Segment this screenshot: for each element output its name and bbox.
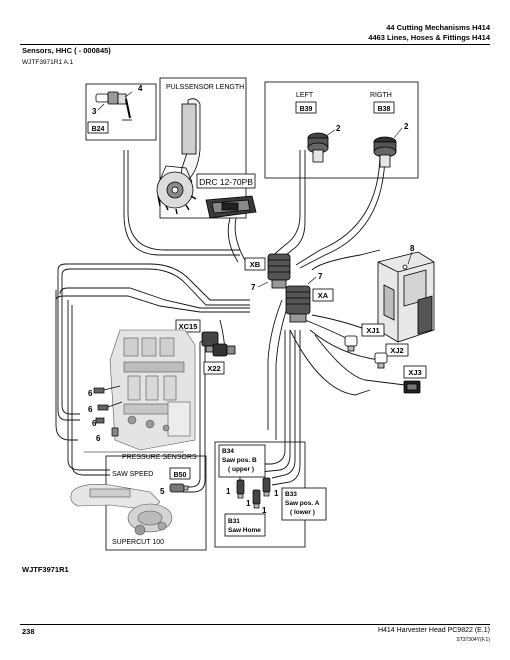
xj1-tag xyxy=(361,323,385,337)
callout-2-right: 2 xyxy=(404,122,409,131)
supercut-saw-unit-icon xyxy=(70,484,173,536)
b33-position: ( lower ) xyxy=(290,509,315,516)
x22-tag-text: X22 xyxy=(207,364,220,373)
b24-frame xyxy=(85,83,157,141)
saw-position-sensor-icons xyxy=(236,477,271,509)
saw-speed-label: SAW SPEED xyxy=(112,471,153,478)
xj2-plug-icon xyxy=(374,352,388,369)
b38-tag-text: B38 xyxy=(378,106,391,113)
footer-code: ST37304Y(F.1) xyxy=(456,637,490,643)
b24-sensor-icon xyxy=(95,91,132,121)
callout-4: 4 xyxy=(138,84,143,93)
xa-connector-icon xyxy=(285,285,311,323)
drc-label-box xyxy=(196,173,256,189)
b38-tag xyxy=(373,101,395,114)
b39-tag xyxy=(295,101,317,114)
reference-code: WJTF3971R1 A.1 xyxy=(22,59,74,66)
valve-block-icon xyxy=(109,329,196,451)
callout-7-xa: 7 xyxy=(318,272,323,281)
callout-6a: 6 xyxy=(88,389,93,398)
header-rule xyxy=(20,44,490,45)
control-unit-icon xyxy=(377,251,435,343)
xj2-tag-text: XJ2 xyxy=(390,346,403,355)
drc-module-icon xyxy=(205,195,257,219)
header-section: 4463 Lines, Hoses & Fittings H414 xyxy=(368,33,490,42)
b31-box xyxy=(224,513,266,537)
callout-3: 3 xyxy=(92,107,97,116)
b39-tag-text: B39 xyxy=(300,106,313,113)
measuring-wheel-arm-icon xyxy=(156,98,201,215)
b50-tag-text: B50 xyxy=(174,472,187,479)
drc-label: DRC 12-70PB xyxy=(199,177,253,187)
x22-connector-icon xyxy=(212,343,236,357)
xj2-tag xyxy=(385,343,409,357)
b31-code: B31 xyxy=(228,518,240,525)
callout-6c: 6 xyxy=(92,419,97,428)
xj1-plug-icon xyxy=(344,335,358,352)
x22-tag xyxy=(203,361,225,375)
pulssensor-label: PULSSENSOR LENGTH xyxy=(166,84,244,91)
right-label: RIGTH xyxy=(370,92,392,99)
callout-2-left: 2 xyxy=(336,124,341,133)
callout-8: 8 xyxy=(410,244,415,253)
callout-1b: 1 xyxy=(246,499,251,508)
harness-wires xyxy=(55,150,406,493)
xj3-plug-icon xyxy=(403,380,421,394)
callout-6b: 6 xyxy=(88,405,93,414)
b33-code: B33 xyxy=(285,491,297,498)
footer-rule xyxy=(20,624,490,625)
callout-1d: 1 xyxy=(274,489,279,498)
b34-position: ( upper ) xyxy=(228,466,254,473)
b38-sensor-icon xyxy=(373,136,397,168)
xb-tag xyxy=(244,257,266,271)
pressure-sensor-icons xyxy=(93,385,123,437)
b34-box xyxy=(218,444,266,478)
pulssensor-frame xyxy=(159,77,247,219)
xc15-tag-text: XC15 xyxy=(179,322,198,331)
b31-name: Saw Home xyxy=(228,527,261,534)
xj3-tag-text: XJ3 xyxy=(408,368,421,377)
left-right-sensor-frame xyxy=(264,81,419,179)
figure-reference: WJTF3971R1 xyxy=(22,565,69,574)
xa-tag-text: XA xyxy=(318,291,329,300)
supercut-label: SUPERCUT 100 xyxy=(112,539,164,546)
section-title: Sensors, HHC ( - 000845) xyxy=(22,46,111,55)
xb-tag-text: XB xyxy=(250,260,261,269)
callout-1c: 1 xyxy=(262,506,267,515)
header-chapter: 44 Cutting Mechanisms H414 xyxy=(386,23,490,32)
b34-code: B34 xyxy=(222,448,234,455)
callout-1a: 1 xyxy=(226,487,231,496)
xj1-tag-text: XJ1 xyxy=(366,326,379,335)
xj3-tag xyxy=(403,365,427,379)
page-number: 238 xyxy=(22,627,35,636)
b34-name: Saw pos. B xyxy=(222,457,257,464)
b50-sensor-icon xyxy=(169,483,189,493)
xb-connector-icon xyxy=(267,253,291,289)
b33-name: Saw pos. A xyxy=(285,500,320,507)
callout-5: 5 xyxy=(160,487,165,496)
footer-title: H414 Harvester Head PC9822 (E.1) xyxy=(377,627,490,634)
callout-6d: 6 xyxy=(96,434,101,443)
b39-sensor-icon xyxy=(307,132,329,163)
b33-box xyxy=(281,487,327,521)
left-label: LEFT xyxy=(296,92,314,99)
xa-tag xyxy=(312,288,334,302)
b24-tag xyxy=(87,121,109,134)
xc15-tag xyxy=(175,319,201,333)
pressure-sensors-label: PRESSURE SENSORS xyxy=(122,454,197,461)
xc15-connector-icon xyxy=(201,331,219,353)
callout-7-xb: 7 xyxy=(251,283,256,292)
b24-tag-text: B24 xyxy=(92,126,105,133)
b50-tag xyxy=(169,467,191,480)
